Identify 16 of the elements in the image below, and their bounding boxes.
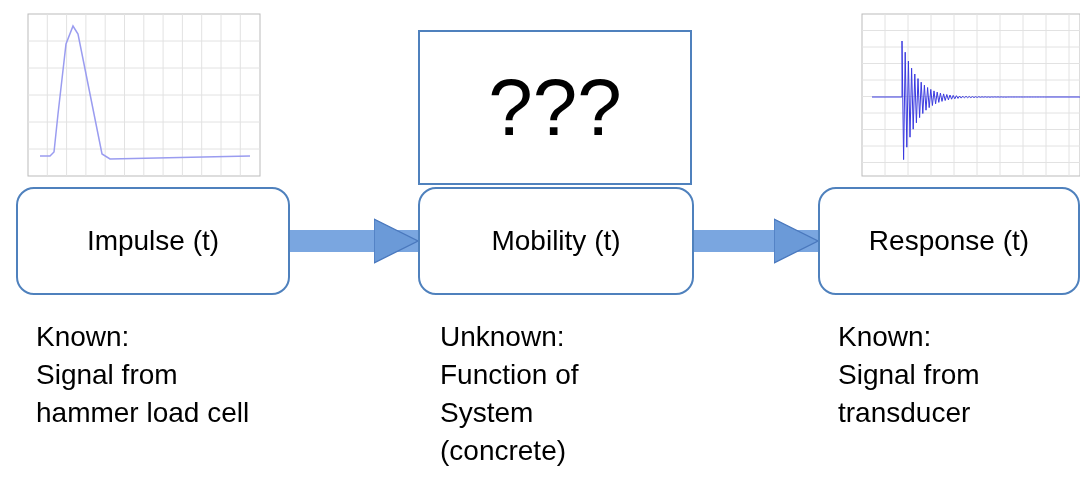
description-text: Signal from hammer load cell: [36, 358, 251, 430]
box-label: ???: [488, 67, 622, 148]
arrow: [290, 218, 419, 264]
arrow: [694, 218, 819, 264]
process-box: [818, 187, 1080, 295]
box-label: Mobility (t): [491, 227, 621, 255]
process-box: [418, 187, 694, 295]
description-text: Function of System (concrete): [440, 358, 580, 468]
box-label: Response (t): [868, 227, 1030, 255]
process-box: [16, 187, 290, 295]
description-text: Signal from transducer: [838, 358, 981, 430]
description-text: Known:: [36, 320, 131, 354]
description-text: Unknown:: [440, 320, 566, 354]
box-label: Impulse (t): [86, 227, 220, 255]
process-box: [418, 30, 692, 185]
description-text: Known:: [838, 320, 933, 354]
